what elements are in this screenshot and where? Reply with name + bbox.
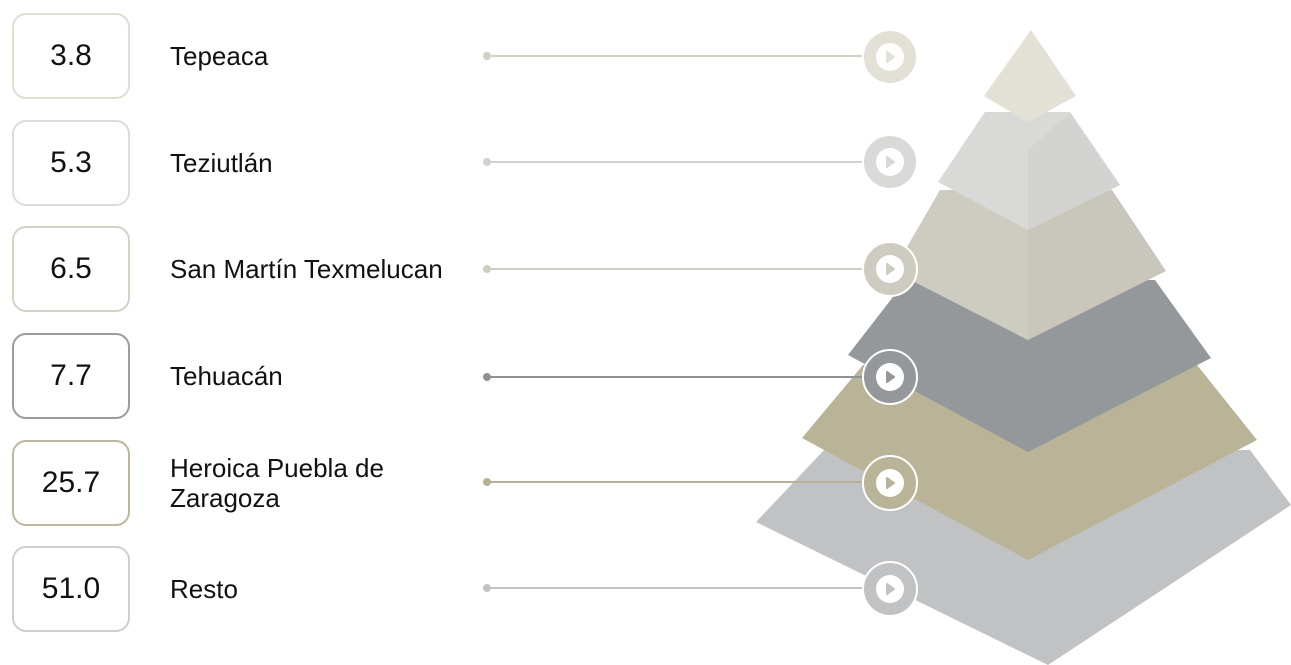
pyramid-tier-texmelucan	[893, 190, 1166, 340]
play-button-texmelucan[interactable]	[862, 241, 918, 297]
play-button-puebla[interactable]	[862, 455, 918, 511]
play-button-tepeaca[interactable]	[862, 29, 918, 85]
connector-dot-resto	[483, 584, 491, 592]
play-icon	[876, 148, 904, 176]
pyramid-tier-teziutlan	[938, 112, 1120, 230]
connector-dot-puebla	[483, 478, 491, 486]
connector-line-tepeaca	[483, 52, 862, 60]
connector-dot-texmelucan	[483, 265, 491, 273]
connector-line-puebla	[483, 478, 862, 486]
play-button-tehuacan[interactable]	[862, 349, 918, 405]
label-texmelucan: San Martín Texmelucan	[170, 254, 443, 284]
connector-dot-tehuacan	[483, 373, 491, 381]
label-resto: Resto	[170, 574, 238, 604]
pyramid-tier-tepeaca	[984, 30, 1076, 122]
pyramid-tier-puebla	[802, 365, 1257, 560]
connector-line-tehuacan	[483, 373, 862, 381]
pyramid-tier-tehuacan	[848, 280, 1211, 452]
play-icon	[876, 363, 904, 391]
play-button-resto[interactable]	[862, 561, 918, 617]
connector-dot-teziutlan	[483, 158, 491, 166]
value-box-tepeaca: 3.8	[12, 13, 130, 99]
value-box-texmelucan: 6.5	[12, 226, 130, 312]
play-icon	[876, 575, 904, 603]
value-box-puebla: 25.7	[12, 440, 130, 526]
value-box-resto: 51.0	[12, 546, 130, 632]
connector-line-resto	[483, 584, 862, 592]
play-icon	[876, 469, 904, 497]
play-button-teziutlan[interactable]	[862, 134, 918, 190]
connector-dot-tepeaca	[483, 52, 491, 60]
connector-line-teziutlan	[483, 158, 862, 166]
play-icon	[876, 255, 904, 283]
label-tepeaca: Tepeaca	[170, 41, 269, 71]
value-box-teziutlan: 5.3	[12, 120, 130, 206]
value-box-tehuacan: 7.7	[12, 333, 130, 419]
label-tehuacan: Tehuacán	[170, 361, 283, 391]
play-icon	[876, 43, 904, 71]
label-teziutlan: Teziutlán	[170, 148, 273, 178]
connector-line-texmelucan	[483, 265, 862, 273]
label-puebla: Heroica Puebla de Zaragoza	[170, 453, 384, 513]
